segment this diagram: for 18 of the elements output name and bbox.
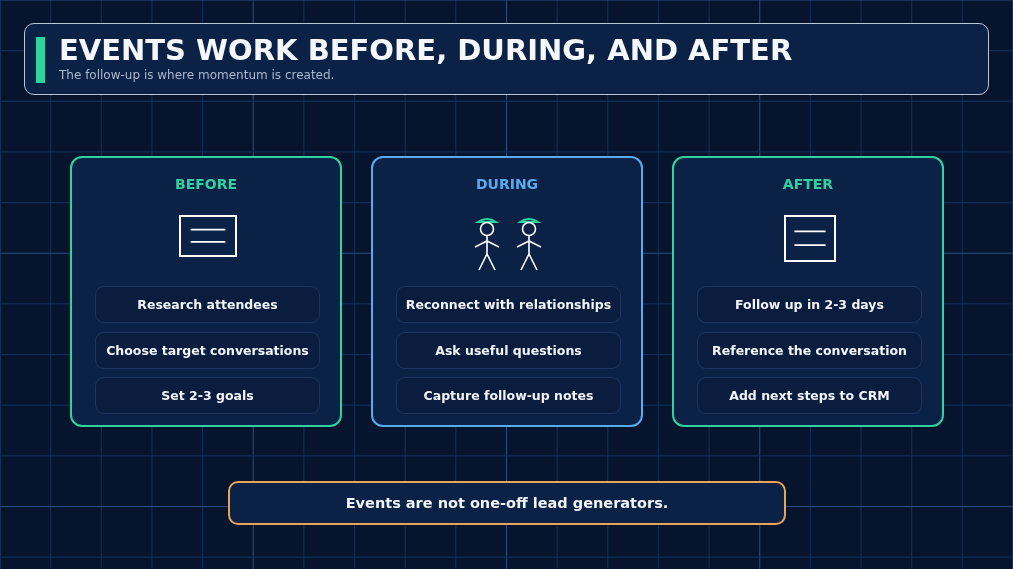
title: EVENTS WORK BEFORE, DURING, AND AFTER — [59, 33, 793, 67]
task-box: Research attendees — [95, 286, 320, 323]
task-box: Reference the conversation — [697, 331, 922, 369]
task-box: Choose target conversations — [95, 331, 320, 369]
phase-heading: DURING — [474, 176, 540, 192]
task-box: Add next steps to CRM — [697, 377, 922, 414]
task-box: Ask useful questions — [396, 331, 621, 369]
phase-card — [672, 156, 944, 427]
task-box: Capture follow-up notes — [396, 377, 621, 414]
phase-heading: BEFORE — [173, 176, 238, 192]
task-box: Set 2-3 goals — [95, 377, 320, 414]
task-box: Follow up in 2-3 days — [697, 286, 922, 323]
phase-card — [371, 156, 643, 427]
task-box: Reconnect with relationships — [396, 286, 621, 323]
subtitle: The follow-up is where momentum is created. — [59, 68, 335, 82]
phase-card — [70, 156, 342, 427]
phase-heading: AFTER — [781, 176, 835, 192]
callout-box: Events are not one-off lead generators. — [228, 481, 786, 525]
